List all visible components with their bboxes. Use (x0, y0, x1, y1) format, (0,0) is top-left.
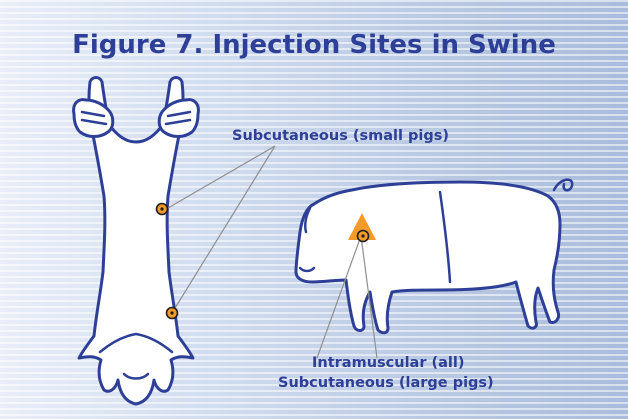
standing-pig-body (296, 182, 560, 333)
label-subcutaneous-large: Subcutaneous (large pigs) (278, 373, 494, 393)
standing-pig-tail (554, 180, 572, 191)
standing-pig-icon (296, 180, 572, 333)
injection-site-marker-icon (358, 231, 369, 242)
site-marker-neck-center (361, 234, 364, 237)
injection-site-marker-icon (157, 204, 168, 215)
injection-site-marker-icon (167, 308, 178, 319)
label-intramuscular-all: Intramuscular (all) (312, 353, 465, 373)
leader-line-upper-site (168, 146, 275, 208)
site-marker-upper-center (160, 207, 163, 210)
site-marker-lower-center (170, 311, 173, 314)
label-subcutaneous-small: Subcutaneous (small pigs) (232, 126, 449, 146)
leader-line-lower-site (172, 146, 275, 313)
